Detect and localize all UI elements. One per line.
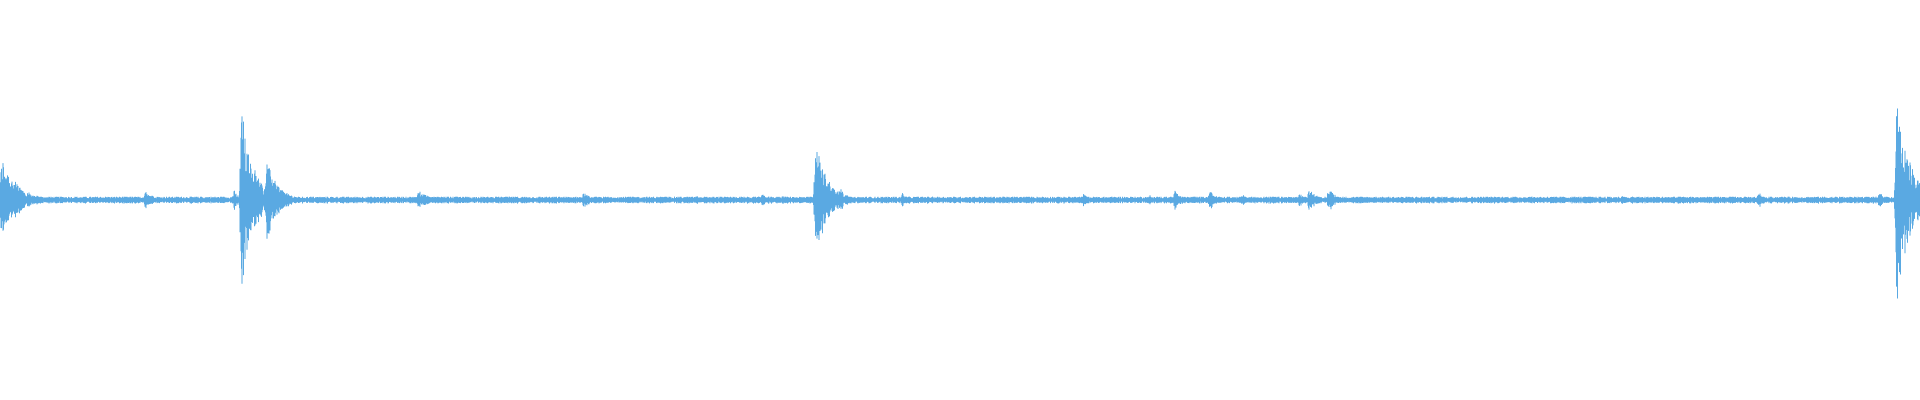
waveform-signal [0,108,1920,299]
